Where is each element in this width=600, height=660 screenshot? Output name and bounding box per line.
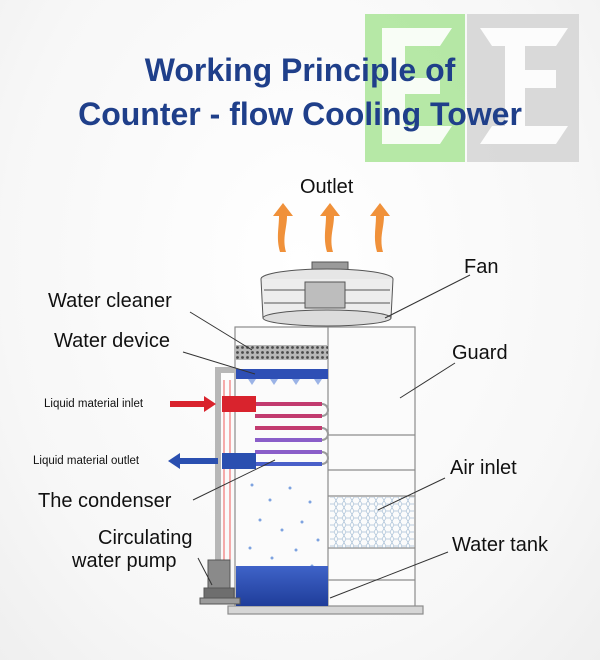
diagram-title-line2: Counter - flow Cooling Tower [78,96,522,132]
label-condenser: The condenser [38,490,172,512]
diagram-title-line1: Working Principle of [144,52,456,88]
label-pump-line2: water pump [72,550,177,572]
water-cleaner-mesh [236,345,328,360]
label-liquid-outlet: Liquid material outlet [33,455,140,467]
pump-icon [199,559,241,605]
leader-lines [182,274,471,599]
label-fan: Fan [464,256,499,278]
fan-icon [260,261,394,327]
water-spray-nozzles [248,379,322,385]
label-water-device: Water device [54,330,170,352]
label-water-tank: Water tank [452,534,548,556]
right-arrow-icon [170,396,216,412]
air-inlet-honeycomb [330,497,414,548]
label-guard: Guard [452,342,508,364]
label-water-cleaner: Water cleaner [48,290,172,312]
water-distribution-bar [236,369,328,379]
water-droplets [248,483,320,580]
label-air-inlet: Air inlet [450,457,517,479]
outlet-connector [222,453,256,469]
water-tank-fill [236,566,328,606]
up-arrow-icon [273,203,390,252]
label-outlet: Outlet [300,176,354,198]
inlet-connector [222,396,256,412]
left-arrow-icon [168,453,218,469]
label-liquid-inlet: Liquid material inlet [44,398,144,410]
brand-logo-icon [365,14,579,162]
circulation-pipes [215,367,236,600]
label-pump-line1: Circulating [98,527,193,549]
